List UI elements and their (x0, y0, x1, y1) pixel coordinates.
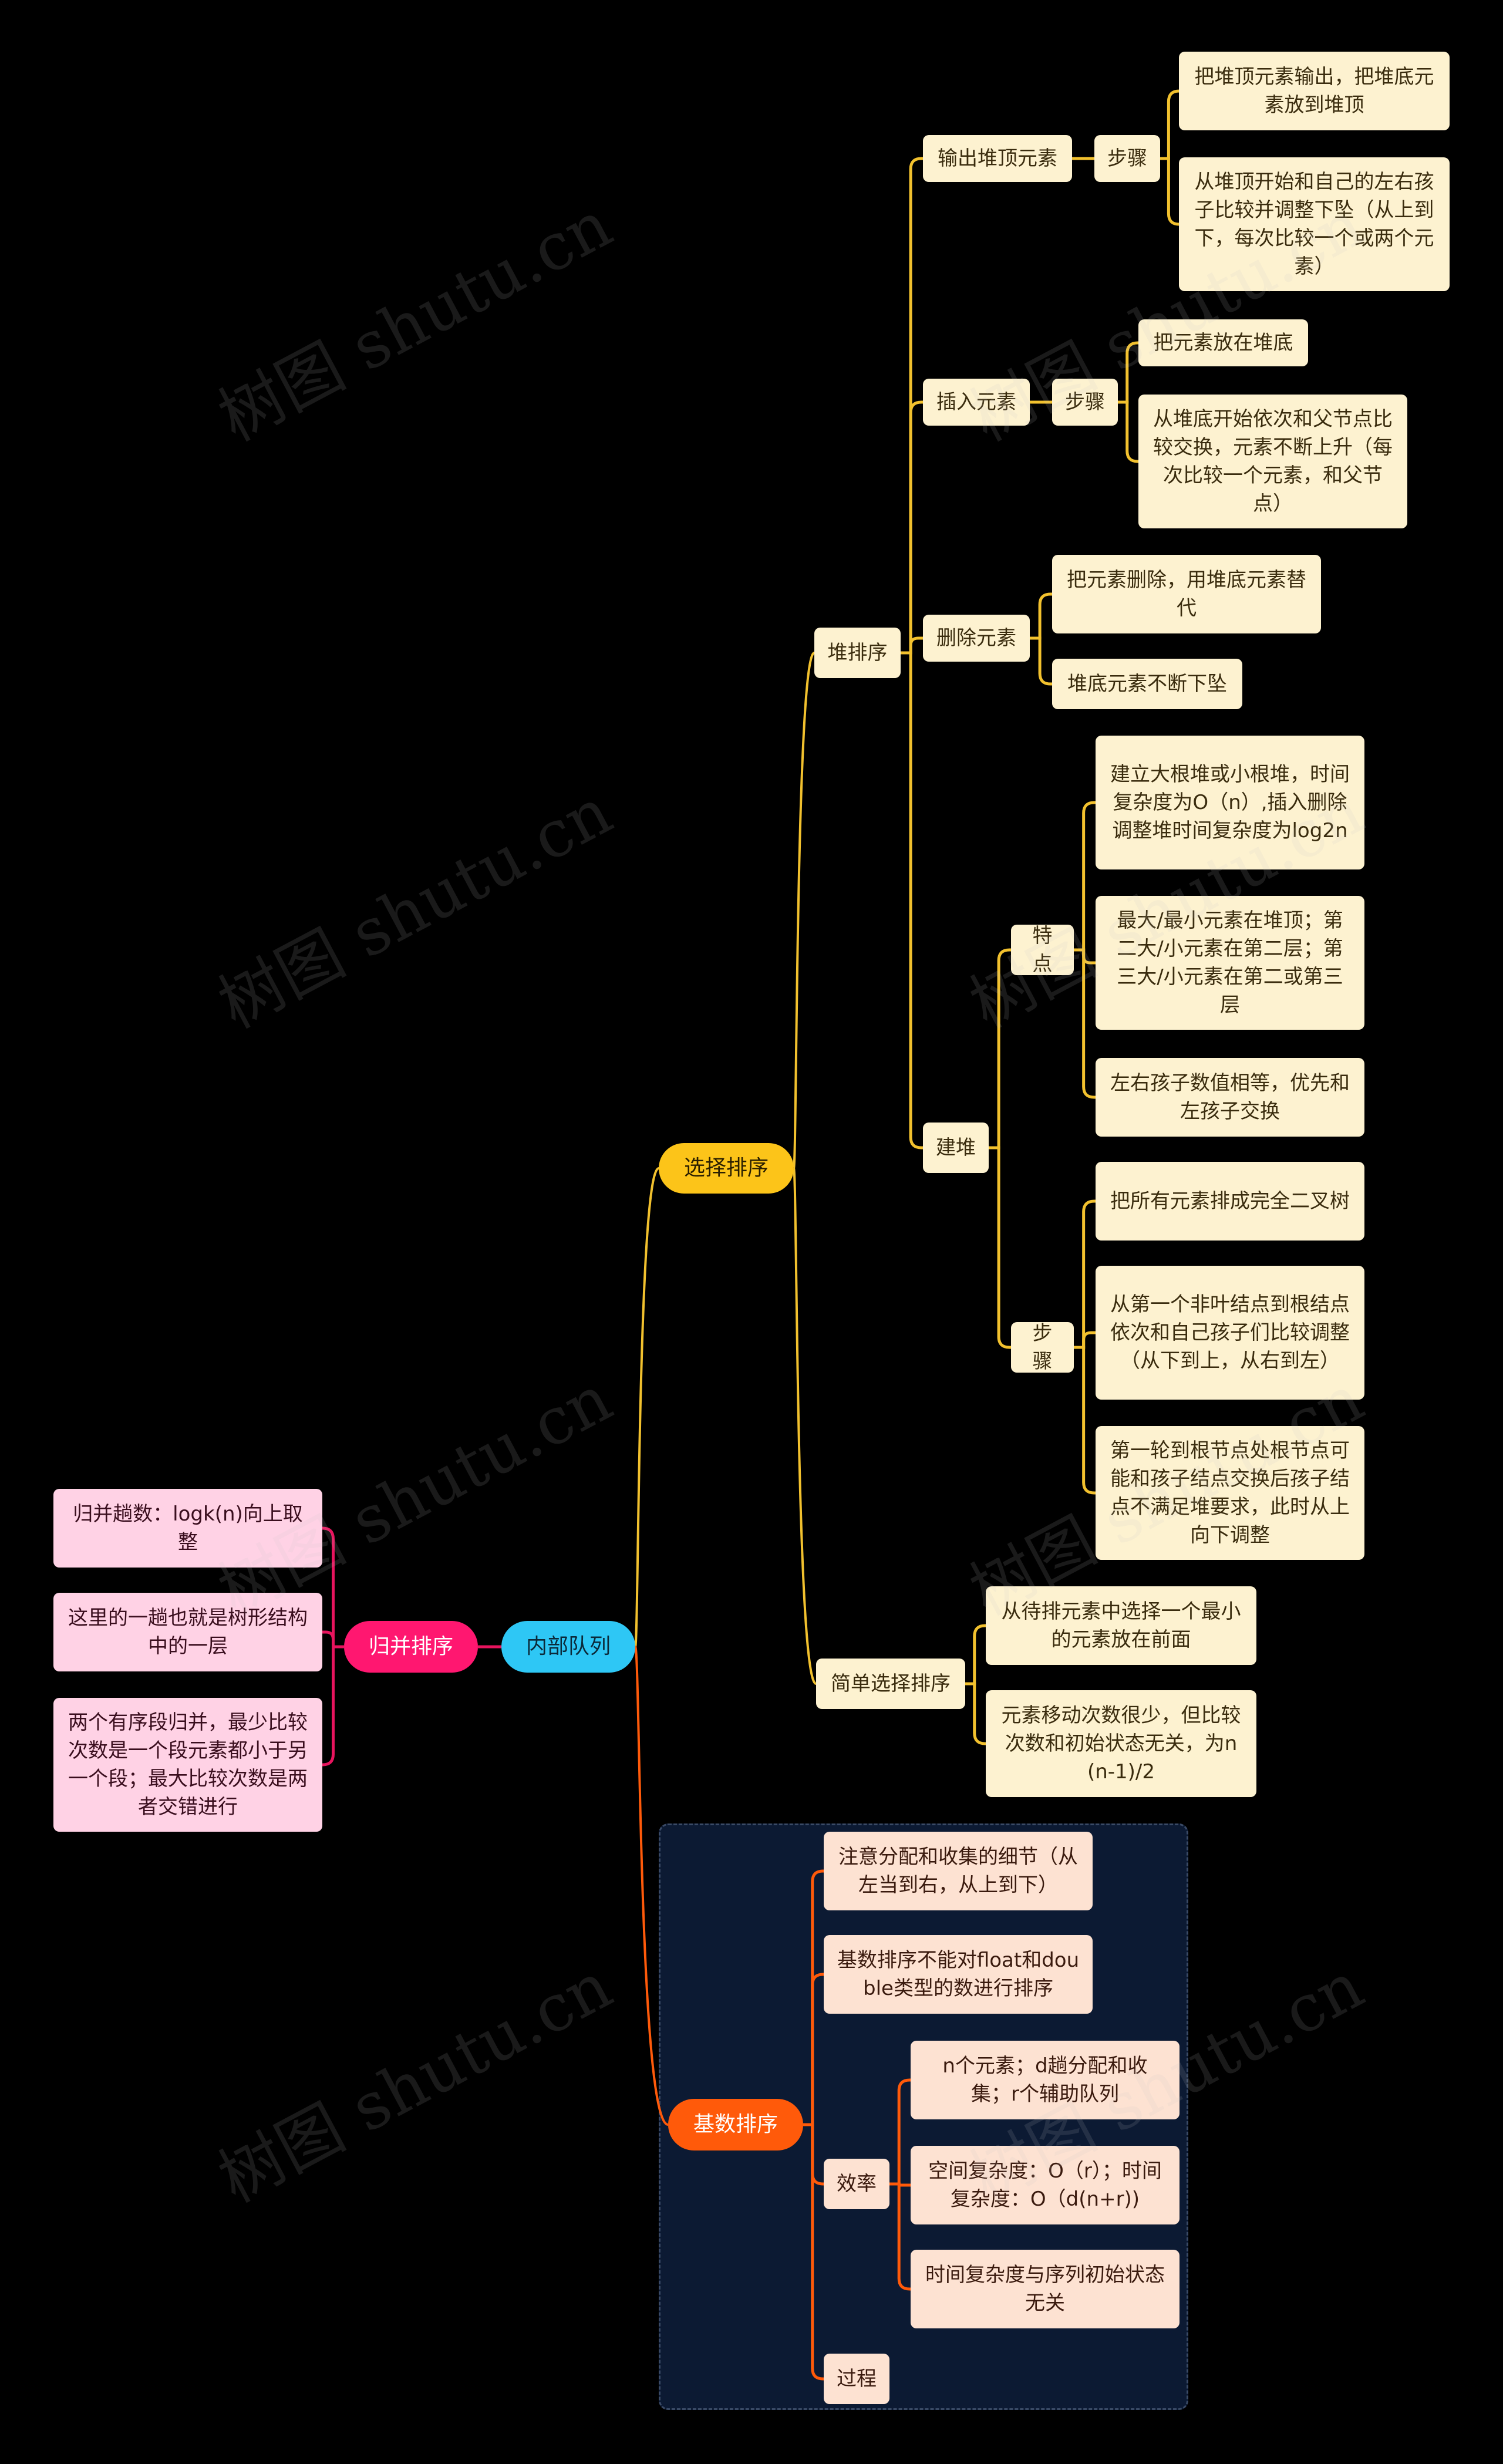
connector-line (803, 1869, 824, 2126)
step-item[interactable]: 第一轮到根节点处根节点可能和孩子结点交换后孩子结点不满足堆要求，此时从上向下调整 (1096, 1426, 1364, 1560)
connector-line (901, 400, 923, 655)
connector-line (889, 2182, 911, 2291)
step-item[interactable]: 从堆顶开始和自己的左右孩子比较并调整下坠（从上到下，每次比较一个或两个元素） (1179, 157, 1450, 291)
root-node-internal-sort[interactable]: 内部队列 (501, 1621, 635, 1673)
connector-line (1160, 89, 1180, 160)
merge-note[interactable]: 两个有序段归并，最少比较次数是一个段元素都小于另一个段；最大比较次数是两者交错进… (53, 1698, 322, 1832)
connector-line (322, 1645, 344, 1767)
connector-line (803, 2123, 824, 2381)
step-item[interactable]: 从堆底开始依次和父节点比较交换，元素不断上升（每次比较一个元素，和父节点） (1138, 395, 1407, 528)
connector-line (965, 1624, 986, 1686)
radix-note[interactable]: 基数排序不能对float和double类型的数进行排序 (824, 1935, 1093, 2014)
connector-line (889, 2078, 911, 2186)
connector-line (989, 1146, 1011, 1349)
branch-merge-sort[interactable]: 归并排序 (344, 1621, 478, 1673)
connector-line (634, 1646, 669, 2126)
efficiency-item[interactable]: 时间复杂度与序列初始状态无关 (911, 2250, 1180, 2328)
steps-node[interactable]: 步骤 (1094, 135, 1160, 182)
connector-line (1118, 341, 1138, 404)
steps-node[interactable]: 步骤 (1052, 379, 1118, 426)
connector-line (1074, 1346, 1096, 1495)
features-node[interactable]: 特点 (1011, 924, 1074, 976)
connector-line (793, 1167, 817, 1685)
step-item[interactable]: 从第一个非叶结点到根结点依次和自己孩子们比较调整（从下到上，从右到左） (1096, 1266, 1364, 1400)
connector-line (1074, 948, 1096, 1099)
connector-line (634, 1167, 660, 1648)
step-item[interactable]: 把所有元素排成完全二叉树 (1096, 1162, 1364, 1241)
delete-item[interactable]: 堆底元素不断下坠 (1052, 659, 1242, 709)
feature-item[interactable]: 建立大根堆或小根堆，时间复杂度为O（n）,插入删除调整堆时间复杂度为log2n (1096, 736, 1364, 869)
connector-line (793, 652, 815, 1169)
build-heap-node[interactable]: 建堆 (923, 1123, 989, 1173)
efficiency-node[interactable]: 效率 (824, 2159, 889, 2209)
branch-radix-sort[interactable]: 基数排序 (668, 2099, 803, 2150)
merge-note[interactable]: 这里的一趟也就是树形结构中的一层 (53, 1593, 322, 1671)
connector-line (1074, 1331, 1096, 1349)
connector-line (1030, 636, 1052, 686)
connector-line (901, 157, 923, 655)
connector-line (1074, 1199, 1096, 1349)
connector-line (989, 948, 1011, 1150)
process-node[interactable]: 过程 (824, 2354, 889, 2404)
connector-line (901, 636, 923, 655)
efficiency-item[interactable]: n个元素；d趟分配和收集；r个辅助队列 (911, 2041, 1180, 2119)
steps-node[interactable]: 步骤 (1011, 1322, 1074, 1373)
merge-note[interactable]: 归并趟数：logk(n)向上取整 (53, 1489, 322, 1568)
simple-selection-node[interactable]: 简单选择排序 (816, 1659, 965, 1709)
insert-node[interactable]: 插入元素 (923, 379, 1030, 426)
connector-line (322, 1630, 344, 1649)
connector-line (1030, 592, 1052, 640)
step-item[interactable]: 把元素放在堆底 (1138, 319, 1308, 366)
connector-line (322, 1526, 344, 1649)
connector-line (1160, 157, 1180, 226)
branch-selection-sort[interactable]: 选择排序 (659, 1143, 794, 1194)
delete-item[interactable]: 把元素删除，用堆底元素替代 (1052, 555, 1321, 633)
simple-item[interactable]: 从待排元素中选择一个最小的元素放在前面 (986, 1586, 1256, 1665)
feature-item[interactable]: 最大/最小元素在堆顶；第二大/小元素在第二层；第三大/小元素在第二或第三层 (1096, 896, 1364, 1030)
connector-line (1118, 400, 1138, 463)
delete-node[interactable]: 删除元素 (923, 615, 1030, 662)
connector-line (965, 1682, 986, 1745)
connector-line (803, 1973, 824, 2126)
radix-note[interactable]: 注意分配和收集的细节（从左当到右，从上到下） (824, 1832, 1093, 1910)
connector-line (901, 651, 923, 1150)
efficiency-item[interactable]: 空间复杂度：O（r）；时间复杂度：O（d(n+r)) (911, 2146, 1180, 2224)
heap-sort-node[interactable]: 堆排序 (814, 628, 901, 678)
simple-item[interactable]: 元素移动次数很少，但比较次数和初始状态无关，为n(n-1)/2 (986, 1690, 1256, 1797)
connector-line (1074, 801, 1096, 952)
feature-item[interactable]: 左右孩子数值相等，优先和左孩子交换 (1096, 1058, 1364, 1137)
step-item[interactable]: 把堆顶元素输出，把堆底元素放到堆顶 (1179, 52, 1450, 130)
output-top-node[interactable]: 输出堆顶元素 (923, 135, 1072, 182)
